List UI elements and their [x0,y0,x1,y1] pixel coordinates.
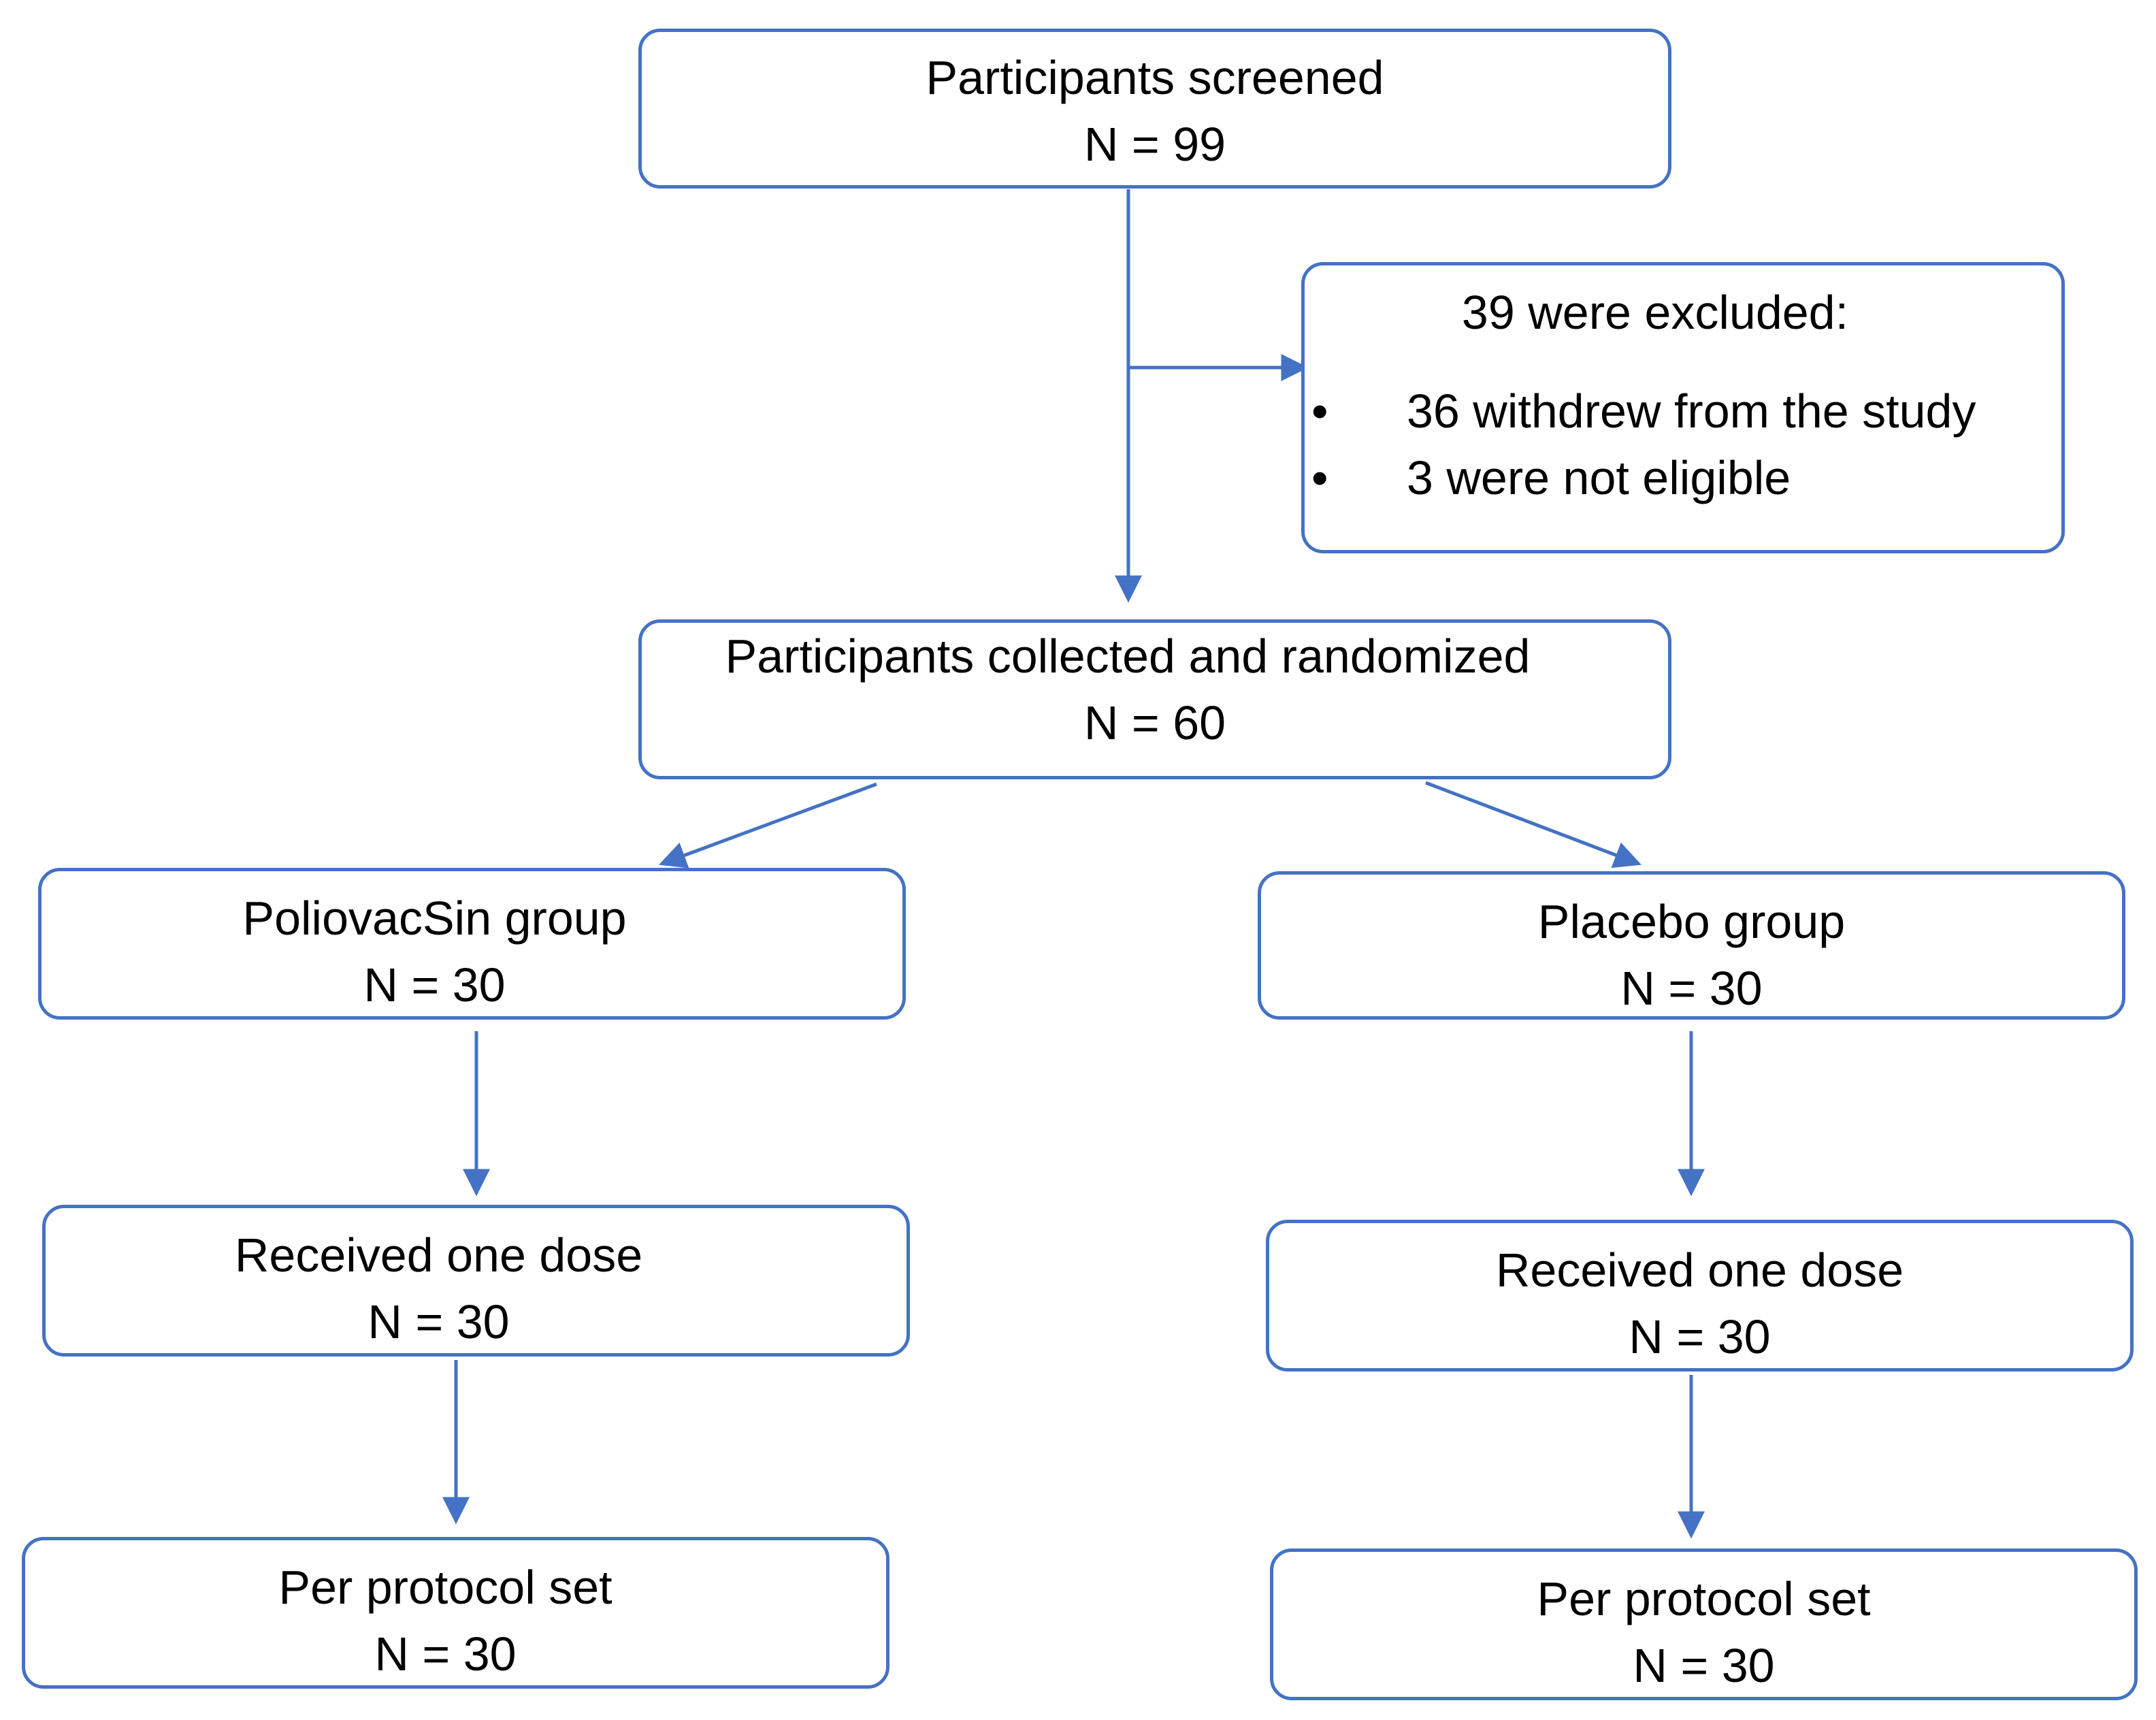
placebo-dose-count: N = 30 [1629,1310,1771,1363]
arrow-randomized-to-placebo [1425,781,1642,869]
screened-count: N = 99 [1083,118,1226,171]
poliovacsin-protocol-count: N = 30 [374,1627,517,1681]
screened-label: Participants screened [926,51,1384,104]
excluded-reason-item: • 3 were not eligible [1305,444,1976,511]
screened-box: Participants screened N = 99 [638,29,1671,189]
randomized-box: Participants collected and randomized N … [638,619,1671,779]
placebo-group-box: Placebo group N = 30 [1258,871,2125,1020]
poliovacsin-group-count: N = 30 [363,958,506,1011]
placebo-group-label: Placebo group [1537,895,1846,948]
poliovacsin-dose-box: Received one dose N = 30 [42,1205,910,1357]
poliovacsin-protocol-label: Per protocol set [278,1561,612,1614]
excluded-box: 39 were excluded: • 36 withdrew from the … [1301,262,2065,553]
poliovacsin-group-label: PoliovacSin group [242,892,627,945]
placebo-group-count: N = 30 [1620,962,1763,1015]
arrow-randomized-to-poliovacsin [658,782,877,869]
poliovacsin-dose-count: N = 30 [368,1295,510,1348]
bullet-icon: • [1311,385,1328,438]
poliovacsin-group-box: PoliovacSin group N = 30 [38,868,906,1020]
placebo-dose-box: Received one dose N = 30 [1266,1220,2134,1372]
poliovacsin-dose-label: Received one dose [234,1229,643,1282]
randomized-count: N = 60 [1083,696,1226,749]
excluded-reasons-list: • 36 withdrew from the study • 3 were not … [1305,378,1976,511]
placebo-dose-label: Received one dose [1495,1244,1904,1297]
randomized-label: Participants collected and randomized [725,630,1531,683]
placebo-protocol-box: Per protocol set N = 30 [1270,1548,2138,1700]
excluded-reason-text: 36 withdrew from the study [1407,385,1976,438]
bullet-icon: • [1311,451,1328,504]
excluded-reason-text: 3 were not eligible [1407,451,1791,504]
poliovacsin-protocol-box: Per protocol set N = 30 [22,1537,889,1689]
excluded-reason-item: • 36 withdrew from the study [1305,378,1976,444]
excluded-title: 39 were excluded: [1461,286,1849,339]
placebo-protocol-label: Per protocol set [1537,1572,1871,1625]
placebo-protocol-count: N = 30 [1633,1639,1775,1692]
